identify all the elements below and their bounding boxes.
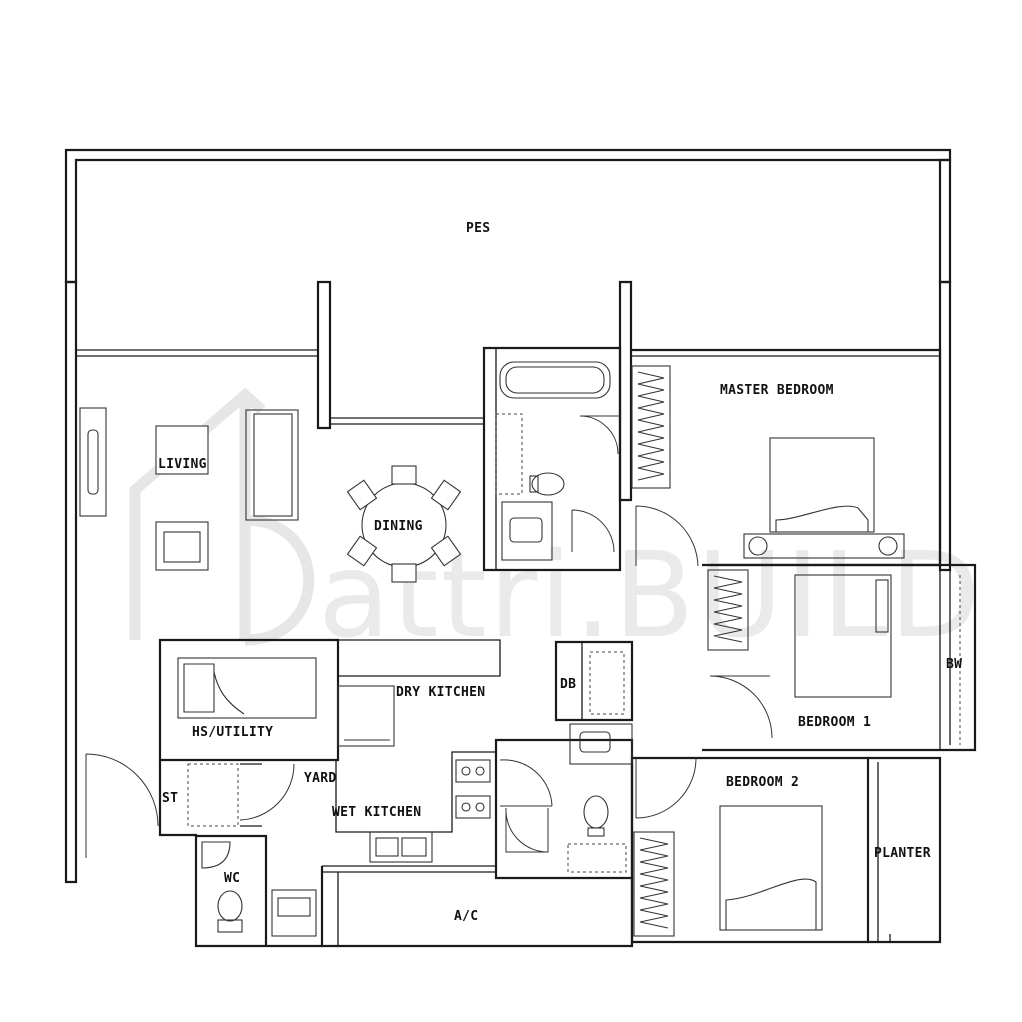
db-shower [554, 640, 634, 722]
room-labels: PES MASTER BEDROOM LIVING DINING DRY KIT… [158, 221, 962, 924]
bed-icon [769, 437, 875, 533]
chair-icon-2 [391, 563, 417, 583]
label-master-bedroom: MASTER BEDROOM [720, 383, 834, 398]
label-hs-utility: HS/UTILITY [192, 725, 273, 740]
label-pes: PES [466, 221, 490, 236]
label-bedroom-2: BEDROOM 2 [726, 775, 799, 790]
bathtub-icon [499, 361, 611, 399]
label-ac: A/C [454, 909, 478, 924]
chair-icon-3 [346, 479, 378, 511]
hs-utility [158, 638, 340, 762]
label-wc: WC [224, 871, 240, 886]
shower-area-icon [495, 413, 523, 495]
label-yard: YARD [304, 771, 337, 786]
outer-walls [64, 148, 952, 884]
corner-basin-icon [201, 841, 231, 869]
label-bedroom-1: BEDROOM 1 [798, 715, 871, 730]
shower-area-icon-common [567, 843, 627, 873]
label-dry-kitchen: DRY KITCHEN [396, 685, 485, 700]
chair-icon-5 [346, 535, 378, 567]
label-living: LIVING [158, 457, 207, 472]
watermark: attri.BUILD [129, 387, 980, 664]
basin-icon-common [569, 723, 633, 765]
dining-table [346, 465, 462, 583]
living-furniture [79, 407, 299, 858]
dry-kitchen [337, 639, 501, 747]
master-bathroom [482, 346, 622, 572]
chair-icon-1 [391, 465, 417, 485]
bed-icon-bedroom1 [794, 574, 892, 698]
stove-icon [455, 759, 491, 783]
bedroom-1 [702, 563, 977, 752]
chair-icon-4 [430, 479, 462, 511]
sofa-icon [245, 409, 299, 521]
basin-icon [501, 501, 553, 561]
bed-icon-utility [177, 657, 317, 719]
toilet-icon-common [583, 795, 609, 829]
counter-icon [337, 685, 395, 747]
label-wet-kitchen: WET KITCHEN [332, 805, 421, 820]
armchair-icon [155, 425, 209, 475]
wc [196, 834, 317, 946]
label-planter: PLANTER [874, 846, 931, 861]
toilet-icon [531, 472, 565, 496]
lamp-icon-right [878, 536, 898, 556]
wardrobe-icon-bedroom1 [707, 569, 749, 651]
label-st: ST [162, 791, 178, 806]
hob-icon [455, 795, 491, 819]
planter [868, 756, 942, 944]
wardrobe-icon [631, 365, 671, 489]
washer-icon [271, 889, 317, 937]
chair-icon-6 [430, 535, 462, 567]
common-bathroom [494, 723, 634, 880]
tv-console-icon [79, 407, 107, 517]
sink-icon [369, 831, 433, 863]
label-dining: DINING [374, 519, 423, 534]
toilet-icon-wc [217, 890, 243, 922]
lamp-icon [748, 536, 768, 556]
label-db: DB [560, 677, 576, 692]
ac-ledge [320, 866, 634, 948]
store-shower-icon [187, 763, 239, 827]
bed-icon-bedroom2 [719, 805, 823, 931]
wardrobe-icon-bedroom2 [633, 831, 675, 937]
label-bw: BW [946, 657, 962, 672]
